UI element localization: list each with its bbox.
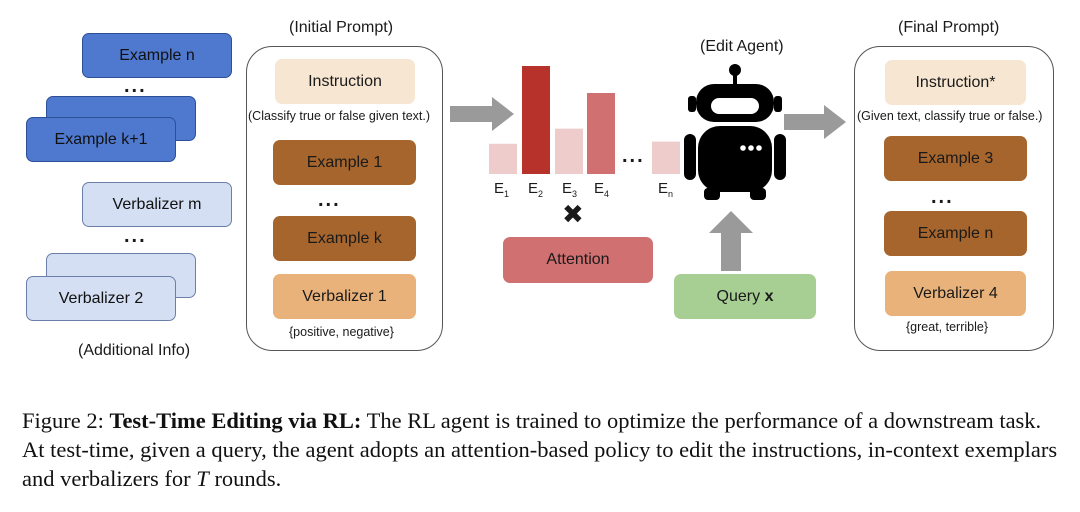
initial-instruction-text: (Classify true or false given text.) [248,109,431,123]
ellipsis-left-bottom: ... [124,225,147,247]
attention-bar-1 [489,143,517,174]
query-label: Query [716,287,761,305]
initial-instruction-box: Instruction [275,59,415,104]
verbalizer-2-label: Verbalizer 2 [58,289,144,307]
example-n-box: Example n [82,33,232,78]
bar-label-4-letter: E [594,180,605,197]
caption-bold: Test-Time Editing via RL: [109,408,362,433]
attention-bar-3 [555,128,583,174]
example-k1-box: Example k+1 [26,117,176,162]
bar-label-3: E3 [562,180,577,199]
caption-part2: rounds. [214,466,282,491]
bar-label-n-letter: E [658,180,669,197]
attention-label: Attention [546,251,610,268]
bar-label-3-sub: 3 [572,189,578,199]
final-example-3-label: Example 3 [917,149,994,167]
robot-icon [684,64,786,200]
ellipsis-bars: ... [622,145,645,167]
bar-label-4-sub: 4 [604,189,610,199]
initial-verbalizer-1-box: Verbalizer 1 [273,274,416,319]
bar-label-n-sub: n [668,189,674,199]
example-k1-label: Example k+1 [54,130,148,148]
final-prompt-title: (Final Prompt) [898,19,1000,36]
bar-label-1-letter: E [494,180,505,197]
bar-label-2-letter: E [528,180,539,197]
arrow-right-icon-1 [450,97,514,131]
final-instruction-label: Instruction* [915,73,996,91]
final-example-3-box: Example 3 [884,136,1027,181]
final-instruction-box: Instruction* [885,60,1026,105]
verbalizer-m-box: Verbalizer m [82,182,232,227]
attention-bars [489,66,680,174]
initial-labels-text: {positive, negative} [289,325,394,339]
ellipsis-final: ... [931,186,954,208]
bar-label-2-sub: 2 [538,189,544,199]
initial-prompt-title: (Initial Prompt) [289,19,394,36]
additional-info-label: (Additional Info) [78,342,191,359]
attention-box: Attention [503,237,653,283]
query-variable: x [764,287,774,305]
bar-label-4: E4 [594,180,609,199]
figure-caption: Figure 2: Test-Time Editing via RL: The … [22,406,1062,493]
caption-prefix: Figure 2: [22,408,104,433]
attention-bar-5 [652,141,680,174]
verbalizer-m-label: Verbalizer m [112,195,202,213]
example-n-label: Example n [119,46,195,64]
initial-example-k-box: Example k [273,216,416,261]
final-example-n-label: Example n [917,224,994,242]
query-box: Query x [674,274,816,319]
initial-example-k-label: Example k [307,229,382,247]
ellipsis-left-top: ... [124,75,147,97]
multiply-icon: ✖ [562,200,584,230]
verbalizer-2-box: Verbalizer 2 [26,276,176,321]
final-verbalizer-4-box: Verbalizer 4 [885,271,1026,316]
attention-bar-2 [522,66,550,174]
bar-label-1: E1 [494,180,509,199]
final-verbalizer-4-label: Verbalizer 4 [913,284,998,302]
arrow-up-icon [709,211,753,271]
bar-label-n: En [658,180,673,199]
initial-example-1-box: Example 1 [273,140,416,185]
caption-part1: The RL agent is trained to optimize the … [22,408,1058,491]
ellipsis-initial: ... [318,189,341,211]
final-example-n-box: Example n [884,211,1027,256]
attention-bar-4 [587,93,615,174]
initial-instruction-label: Instruction [308,72,382,90]
bar-label-1-sub: 1 [504,189,510,199]
initial-verbalizer-1-label: Verbalizer 1 [302,287,387,305]
final-labels-text: {great, terrible} [906,320,988,334]
edit-agent-title: (Edit Agent) [700,38,784,55]
caption-variable: T [196,466,209,491]
initial-example-1-label: Example 1 [306,153,383,171]
final-instruction-text: (Given text, classify true or false.) [857,109,1043,123]
bar-label-3-letter: E [562,180,573,197]
arrow-right-icon-2 [784,105,846,139]
bar-label-2: E2 [528,180,543,199]
